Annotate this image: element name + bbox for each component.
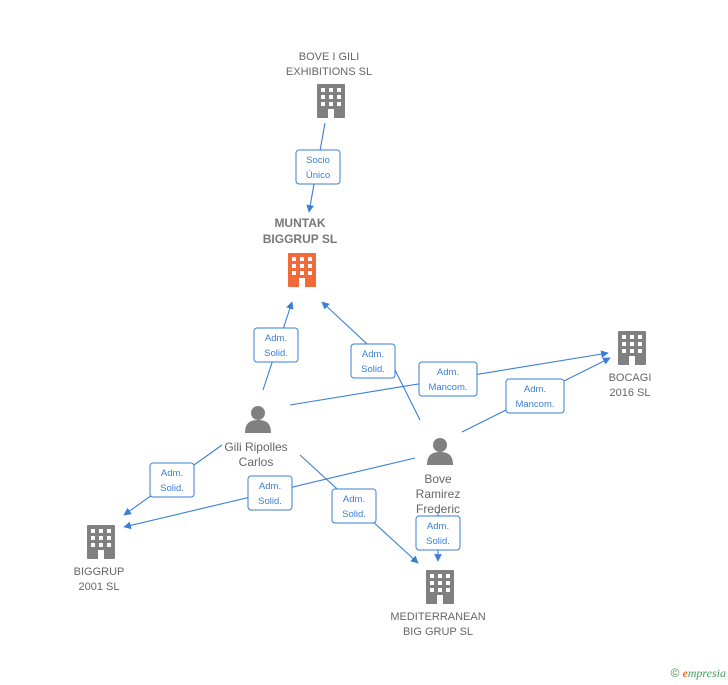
edge-label-line: Adm. — [524, 384, 546, 395]
edge-bove-biggrup: Adm. Solid. — [123, 457, 416, 530]
company-bove-gili-exhibitions[interactable]: BOVE I GILI EXHIBITIONS SL — [286, 51, 372, 118]
company-label-line: 2016 SL — [610, 387, 651, 399]
empresia-watermark: ©empresia — [671, 666, 726, 681]
person-label-line: Ramirez — [416, 487, 461, 501]
person-icon — [245, 406, 271, 433]
edge-label-line: Socio — [306, 155, 330, 166]
company-muntak-biggrup[interactable]: MUNTAK BIGGRUP SL — [263, 216, 337, 287]
company-label-line: EXHIBITIONS SL — [286, 66, 372, 78]
company-label-line: BIG GRUP SL — [403, 626, 473, 638]
edge-gili-mediterranean: Adm. Solid. — [299, 454, 419, 564]
person-label-line: Carlos — [239, 455, 274, 469]
building-icon — [317, 84, 345, 118]
building-icon — [87, 525, 115, 559]
edge-bove-mediterranean: Adm. Solid. — [415, 512, 461, 562]
edge-bove-bocagi: Adm. Mancom. — [461, 357, 611, 433]
person-icon — [427, 438, 453, 465]
building-icon — [426, 570, 454, 604]
building-icon — [288, 253, 316, 287]
company-label-line: MUNTAK — [274, 216, 325, 230]
edge-label-line: Adm. — [259, 481, 281, 492]
brand-initial: e — [682, 666, 688, 680]
edge-label-line: Adm. — [362, 349, 384, 360]
person-label-line: Gili Ripolles — [224, 440, 287, 454]
person-gili-ripolles-carlos[interactable]: Gili Ripolles Carlos — [224, 406, 288, 469]
company-label-line: MEDITERRANEAN — [390, 611, 485, 623]
company-label-line: 2001 SL — [79, 581, 120, 593]
company-mediterranean-big-grup[interactable]: MEDITERRANEAN BIG GRUP SL — [390, 570, 486, 638]
company-biggrup-2001[interactable]: BIGGRUP 2001 SL — [74, 525, 125, 593]
edge-label-line: Mancom. — [428, 382, 467, 393]
edge-label-line: Adm. — [437, 367, 459, 378]
edge-socio-unico: Socio Único — [295, 122, 341, 213]
company-label-line: BIGGRUP — [74, 566, 125, 578]
company-label-line: BOVE I GILI — [299, 51, 360, 63]
company-label-line: BOCAGI — [609, 372, 652, 384]
edge-label-line: Solid. — [426, 536, 450, 547]
person-bove-ramirez-frederic[interactable]: Bove Ramirez Frederic — [416, 438, 461, 516]
edge-label-line: Único — [306, 170, 330, 181]
edge-label-line: Solid. — [258, 496, 282, 507]
edge-gili-biggrup: Adm. Solid. — [123, 444, 223, 516]
edge-label-line: Solid. — [361, 364, 385, 375]
edge-label-line: Solid. — [264, 348, 288, 359]
copyright-symbol: © — [670, 666, 680, 680]
company-label-line: BIGGRUP SL — [263, 232, 337, 246]
edge-bove-muntak: Adm. Solid. — [321, 301, 421, 421]
building-icon — [618, 331, 646, 365]
edge-gili-bocagi: Adm. Mancom. — [289, 350, 609, 406]
person-label-line: Frederic — [416, 502, 460, 516]
edge-label-line: Adm. — [343, 494, 365, 505]
edge-label-line: Solid. — [342, 509, 366, 520]
edge-label-line: Adm. — [265, 333, 287, 344]
brand-name: mpresia — [687, 666, 726, 680]
edge-label-line: Adm. — [427, 521, 449, 532]
edge-gili-muntak: Adm. Solid. — [253, 301, 299, 391]
edge-label-line: Solid. — [160, 483, 184, 494]
company-bocagi-2016[interactable]: BOCAGI 2016 SL — [609, 331, 652, 399]
person-label-line: Bove — [424, 472, 452, 486]
edge-label-line: Adm. — [161, 468, 183, 479]
edge-label-line: Mancom. — [515, 399, 554, 410]
